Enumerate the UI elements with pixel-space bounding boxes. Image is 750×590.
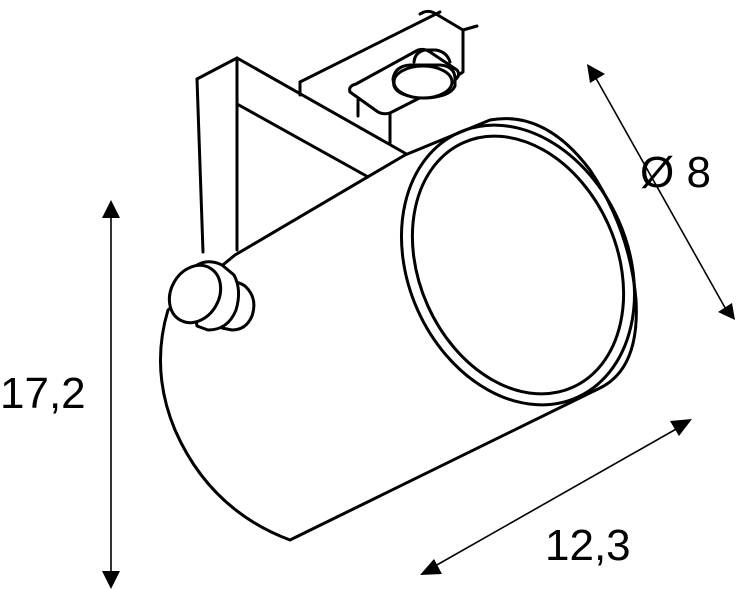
dimension-height: 17,2 [0,200,120,589]
tilt-knob [167,260,256,332]
dimension-diameter: Ø 8 [587,64,735,320]
diameter-label: Ø 8 [640,148,711,197]
length-label: 12,3 [545,521,631,570]
lens-ring [399,123,637,407]
dimension-length: 12,3 [420,419,692,575]
adapter-knob [391,48,457,100]
spotlight-cylinder [158,117,638,542]
height-label: 17,2 [0,369,86,418]
